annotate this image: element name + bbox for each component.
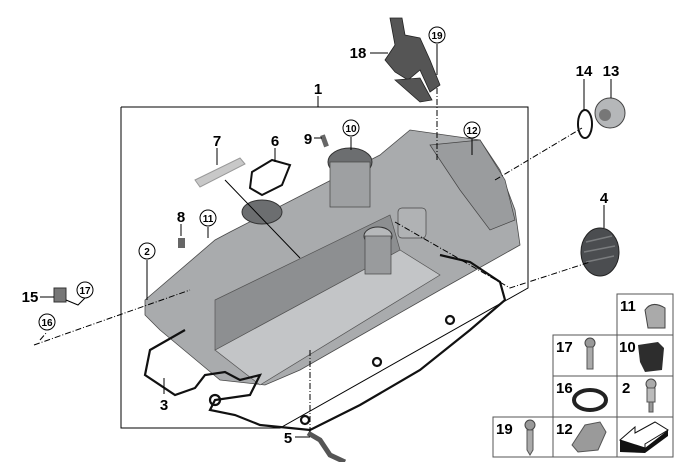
callout-2: 2 (138, 242, 156, 260)
leader-lines (33, 44, 612, 438)
direction-arrow-icon (619, 421, 669, 449)
callout-9: 9 (304, 131, 312, 148)
callout-5: 5 (284, 430, 292, 447)
svg-text:11: 11 (620, 298, 636, 315)
svg-text:12: 12 (466, 126, 478, 137)
svg-text:10: 10 (619, 339, 636, 356)
legend-cell-16: 16 (556, 380, 608, 412)
legend-cell-12: 12 (556, 421, 607, 453)
svg-text:16: 16 (41, 318, 53, 329)
legend-cell-19: 19 (496, 419, 536, 456)
parts-legend-grid (492, 293, 674, 458)
legend-cell-17: 17 (556, 337, 596, 370)
callout-14: 14 (576, 63, 593, 80)
callout-3: 3 (160, 397, 168, 414)
cylinder-head-cover (144, 129, 521, 386)
filler-cap (580, 227, 620, 277)
callout-19: 19 (428, 26, 446, 44)
callout-18: 18 (350, 45, 367, 62)
callout-11: 11 (199, 209, 217, 227)
svg-text:2: 2 (622, 380, 630, 397)
svg-text:10: 10 (345, 124, 357, 135)
callout-7: 7 (213, 133, 221, 150)
o-ring-icon (572, 388, 608, 412)
legend-cell-arrow (619, 421, 669, 453)
bracket-18 (384, 17, 441, 93)
callout-8: 8 (177, 209, 185, 226)
screw-9 (320, 134, 329, 148)
callout-16: 16 (38, 313, 56, 331)
callout-1: 1 (314, 81, 322, 98)
callout-10: 10 (342, 119, 360, 137)
part-5 (306, 430, 347, 462)
callout-13: 13 (603, 63, 620, 80)
callout-17: 17 (76, 281, 94, 299)
legend-cell-11: 11 (620, 298, 666, 329)
svg-text:11: 11 (203, 214, 214, 225)
callout-15: 15 (22, 289, 39, 306)
self-tapping-screw-icon (524, 419, 536, 431)
holder-icon (638, 342, 664, 372)
seal (248, 158, 292, 197)
svg-text:17: 17 (556, 339, 573, 356)
stud-8 (178, 238, 185, 248)
svg-text:2: 2 (144, 247, 150, 258)
svg-text:16: 16 (556, 380, 573, 397)
svg-text:19: 19 (496, 421, 513, 438)
svg-text:19: 19 (431, 31, 443, 42)
legend-cell-2: 2 (622, 378, 657, 413)
callout-6: 6 (271, 133, 279, 150)
clip-icon (644, 304, 666, 329)
part-15 (53, 287, 67, 303)
callout-12: 12 (463, 121, 481, 139)
svg-text:17: 17 (79, 286, 91, 297)
assembly-frame (120, 106, 529, 429)
legend-cell-10: 10 (619, 339, 664, 372)
svg-text:12: 12 (556, 421, 573, 438)
callout-4: 4 (600, 190, 609, 207)
o-ring-14 (577, 109, 593, 139)
insulation-strip (194, 157, 246, 188)
cable-holder-icon (571, 421, 607, 453)
